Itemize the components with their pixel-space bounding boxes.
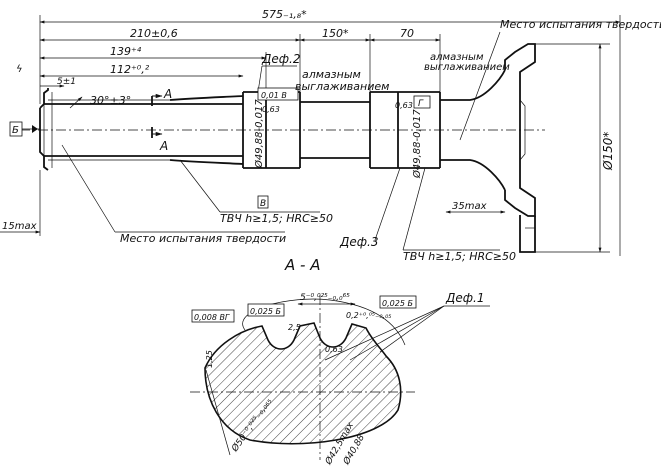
tick-marker: ϟ <box>16 64 23 75</box>
dim-r25: 2,5 <box>288 323 301 332</box>
hardness-top-label: Место испытания твердости <box>500 18 661 31</box>
section-title: А - А <box>284 256 320 274</box>
dim-r063: 0,63 <box>325 345 343 354</box>
datum-triangle-icon <box>32 125 38 133</box>
frame-top-left: 0,01 В <box>261 91 287 100</box>
cut-a-top: А <box>163 87 172 101</box>
dim-15: 15max <box>2 221 37 232</box>
datum-v: В <box>260 199 266 209</box>
hardness-bottom-label: Место испытания твердости <box>120 232 286 245</box>
diamond-right-1: алмазным <box>430 52 484 63</box>
datum-b-label: Б <box>12 125 19 136</box>
dim-angle: 30°±3° <box>90 94 131 107</box>
dim-150: 150* <box>322 27 349 40</box>
diamond-right-2: выглаживанием <box>424 62 510 73</box>
dim-spline-r: 0,2⁺⁰,⁰⁵₋₀,₀₅ <box>346 311 392 320</box>
diamond-left-2: выглаживанием <box>295 80 389 93</box>
shaft-outline <box>20 43 545 253</box>
section-view: Ø50⁻⁰,⁰²⁵₋₀,₀₆₅ Ø42,5max Ø40,88 1,25 2,5… <box>190 291 490 467</box>
dim-139: 139⁺⁴ <box>110 45 142 58</box>
hardening-annotations: ТВЧ h≥1,5; HRC≥50 ТВЧ h≥1,5; HRC≥50 <box>179 159 516 263</box>
hardness-bottom: Место испытания твердости <box>61 144 286 245</box>
defect1-label: Деф.1 <box>445 291 484 305</box>
dim-r125: 1,25 <box>205 350 214 368</box>
dim-35-group: 35max <box>445 201 506 214</box>
dim-dia150: Ø150* <box>601 132 615 171</box>
flange-diameter: Ø150* <box>535 43 615 253</box>
hardening-left: ТВЧ h≥1,5; HRC≥50 <box>220 212 333 225</box>
frame-spline-left: 0,008 ВГ <box>194 313 230 322</box>
dim-112: 112⁺⁰,² <box>110 63 150 76</box>
dim-5: 5±1 <box>57 77 76 87</box>
defect-right-annotation: алмазным выглаживанием 0,63 Г Ø49,88-0,0… <box>395 52 510 179</box>
frame-spline-mid: 0,025 Б <box>250 307 281 316</box>
top-dimensions: 575₋₁,₈* 210±0,6 150* 70 139⁺⁴ 112⁺⁰,² 5… <box>16 8 621 256</box>
hardness-top: Место испытания твердости <box>459 18 661 141</box>
diamond-left-1: алмазным <box>302 68 361 81</box>
dim-spline-width: 5⁻⁰,⁰²⁵₋₀,₀⁶⁵ <box>300 293 350 303</box>
datum-b: Б <box>9 121 40 137</box>
frame-spline-right: 0,025 Б <box>382 299 413 308</box>
dia-right: Ø49,88-0,017 <box>411 109 423 179</box>
section-cut-marks: А А <box>151 87 172 153</box>
dim-15-group: 15max <box>0 170 41 236</box>
roughness-left: 0,63 <box>262 105 280 114</box>
defect2-label: Деф.2 <box>261 52 300 66</box>
roughness-right: 0,63 <box>395 101 413 110</box>
dim-210: 210±0,6 <box>130 27 178 40</box>
defect3-annotation: Деф.3 <box>339 167 401 249</box>
defect3-label: Деф.3 <box>339 235 378 249</box>
dim-35: 35max <box>452 201 487 212</box>
dim-total-length: 575₋₁,₈* <box>262 8 307 21</box>
defect2-annotation: Деф.2 0,01 В 0,63 алмазным выглаживанием… <box>253 52 389 209</box>
dia-left: Ø49,88-0,017 <box>253 99 265 169</box>
hardening-right: ТВЧ h≥1,5; HRC≥50 <box>403 250 516 263</box>
cut-a-bottom: А <box>159 139 168 153</box>
dim-70: 70 <box>400 27 414 40</box>
frame-g: Г <box>418 99 424 109</box>
